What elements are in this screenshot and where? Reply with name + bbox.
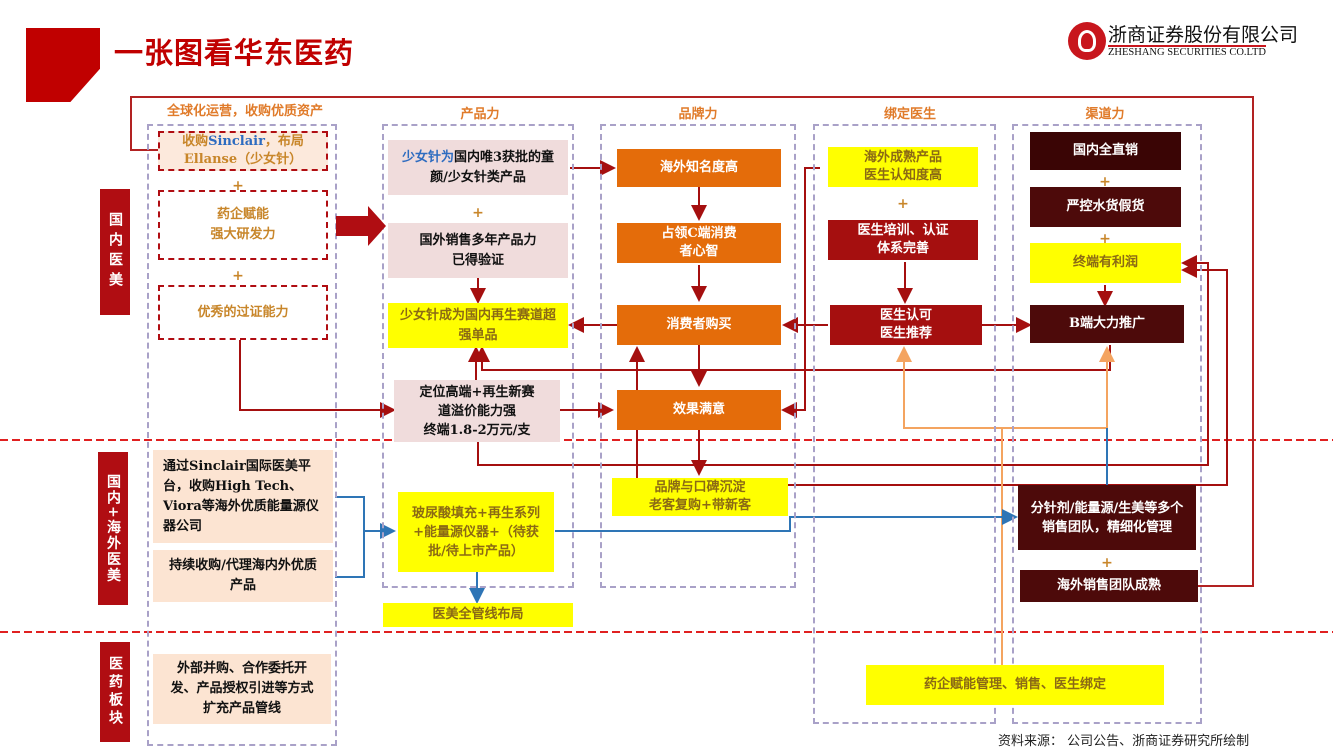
evidence-to-positioning — [239, 340, 396, 418]
platform-to-pipeline — [335, 496, 396, 539]
section-label-domestic-overseas-text: 国内+海外医美 — [105, 473, 121, 584]
mature-product-box: 海外成熟产品 医生认知度高 — [828, 147, 978, 187]
only3-approved-box: 少女针为国内唯3获批的童颜/少女针类产品 — [388, 140, 568, 195]
column-global — [147, 124, 337, 746]
full-pipeline-box: 医美全管线布局 — [383, 603, 573, 627]
doctor-recognition-box: 医生认可 医生推荐 — [830, 305, 982, 345]
column-doctor — [813, 124, 996, 724]
reputation-line1: 品牌与口碑沉淀 — [654, 480, 746, 495]
acquire-brand: Sinclair — [208, 134, 265, 149]
section-label-domestic-overseas: 国内+海外医美 — [98, 452, 128, 605]
column-header-brand: 品牌力 — [678, 107, 718, 122]
continuous-to-pipeline — [335, 531, 365, 578]
frame-to-overseas-team — [1178, 96, 1254, 594]
consumer-purchase-box: 消费者购买 — [617, 305, 781, 345]
plus-sign: + — [1099, 231, 1111, 247]
reputation-box: 品牌与口碑沉淀 老客复购+带新客 — [612, 478, 788, 516]
overseas-sales-team-box: 海外销售团队成熟 — [1020, 570, 1198, 602]
empower-management-box: 药企赋能管理、销售、医生绑定 — [866, 665, 1164, 705]
positioning-line1: 定位高端+再生新赛 — [419, 384, 535, 400]
star-product-box: 少女针成为国内再生赛道超强单品 — [388, 303, 568, 348]
c-end-mindshare-box: 占领C端消费 者心智 — [617, 223, 781, 263]
company-name-en: ZHESHANG SECURITIES CO.LTD — [1108, 45, 1266, 58]
b-end-promotion-box: B端大力推广 — [1030, 305, 1184, 343]
reputation-line2: 老客复购+带新客 — [649, 498, 751, 513]
mature-line2: 医生认知度高 — [863, 168, 942, 183]
anti-counterfeit-box: 严控水货假货 — [1030, 187, 1181, 227]
acquire-sinclair-box: 收购Sinclair，布局 Ellanse（少女针） — [158, 131, 328, 171]
column-header-global: 全球化运营，收购优质资产 — [166, 104, 323, 119]
rd-line1: 药企赋能 — [216, 207, 269, 222]
column-channel — [1012, 124, 1202, 724]
acquire-suffix: ，布局 — [264, 134, 304, 149]
training-line1: 医生培训、认证 — [857, 223, 949, 238]
column-header-product: 产品力 — [460, 107, 500, 122]
big-right-arrow-icon — [336, 206, 386, 246]
plus-sign: + — [472, 205, 484, 221]
section-label-domestic-text: 国内医美 — [107, 212, 123, 292]
section-label-pharma: 医药板块 — [100, 642, 130, 742]
column-header-channel: 渠道力 — [1085, 107, 1125, 122]
recognize-line1: 医生认可 — [879, 308, 932, 323]
effect-satisfied-box: 效果满意 — [617, 390, 781, 430]
acquire-line2: Ellanse（少女针） — [183, 152, 303, 167]
plus-sign: + — [1101, 555, 1113, 571]
c-end-line2: 者心智 — [679, 244, 719, 259]
pipeline-box: 玻尿酸填充+再生系列+能量源仪器+（待获批/待上市产品） — [398, 492, 554, 572]
acquire-prefix: 收购 — [182, 134, 209, 149]
mature-line1: 海外成熟产品 — [863, 150, 942, 165]
plus-sign: + — [232, 178, 244, 194]
pipeline-to-teams — [555, 509, 1018, 532]
terminal-profit-box: 终端有利润 — [1030, 243, 1181, 283]
direct-sales-box: 国内全直销 — [1030, 132, 1181, 170]
rd-power-box: 药企赋能 强大研发力 — [158, 190, 328, 260]
column-header-doctor: 绑定医生 — [883, 107, 936, 122]
column-brand — [600, 124, 796, 588]
plus-sign: + — [232, 268, 244, 284]
plus-sign: + — [1099, 174, 1111, 190]
recognize-line2: 医生推荐 — [879, 326, 932, 341]
frame-to-acquire — [130, 96, 160, 151]
overseas-fame-box: 海外知名度高 — [617, 149, 781, 187]
overseas-sales-box: 国外销售多年产品力已得验证 — [388, 223, 568, 278]
page-title: 一张图看华东医药 — [114, 36, 355, 70]
company-logo-mark-icon — [1078, 30, 1096, 52]
source-note: 资料来源： 公司公告、浙商证券研究所绘制 — [998, 734, 1250, 749]
doctor-training-box: 医生培训、认证 体系完善 — [828, 220, 978, 260]
positioning-box: 定位高端+再生新赛 道溢价能力强 终端1.8-2万元/支 — [394, 380, 560, 442]
column-product — [382, 124, 574, 588]
only3-rest: 国内唯3获批的童颜/少女针类产品 — [430, 150, 555, 185]
continuous-acquisition-box: 持续收购/代理海内外优质产品 — [153, 550, 333, 602]
section-label-domestic: 国内医美 — [100, 189, 130, 315]
training-line2: 体系完善 — [876, 241, 929, 256]
loop-to-profit-2 — [786, 262, 1228, 486]
pharma-extension-box: 外部并购、合作委托开发、产品授权引进等方式扩充产品管线 — [153, 654, 331, 724]
sales-teams-box: 分针剂/能量源/生美等多个销售团队，精细化管理 — [1018, 485, 1196, 550]
evidence-box: 优秀的过证能力 — [158, 285, 328, 340]
positioning-line2: 道溢价能力强 — [437, 403, 516, 419]
c-end-line1: 占领C端消费 — [661, 226, 737, 241]
positioning-line3: 终端1.8-2万元/支 — [423, 422, 531, 438]
overseas-platform-box: 通过Sinclair国际医美平台，收购High Tech、Viora等海外优质能… — [153, 450, 333, 543]
rd-line2: 强大研发力 — [210, 227, 276, 242]
plus-sign: + — [897, 196, 909, 212]
only3-highlight: 少女针为 — [401, 150, 454, 165]
section-label-pharma-text: 医药板块 — [107, 656, 123, 728]
empower-to-recognize — [896, 346, 1003, 665]
company-name-cn: 浙商证券股份有限公司 — [1108, 24, 1299, 46]
